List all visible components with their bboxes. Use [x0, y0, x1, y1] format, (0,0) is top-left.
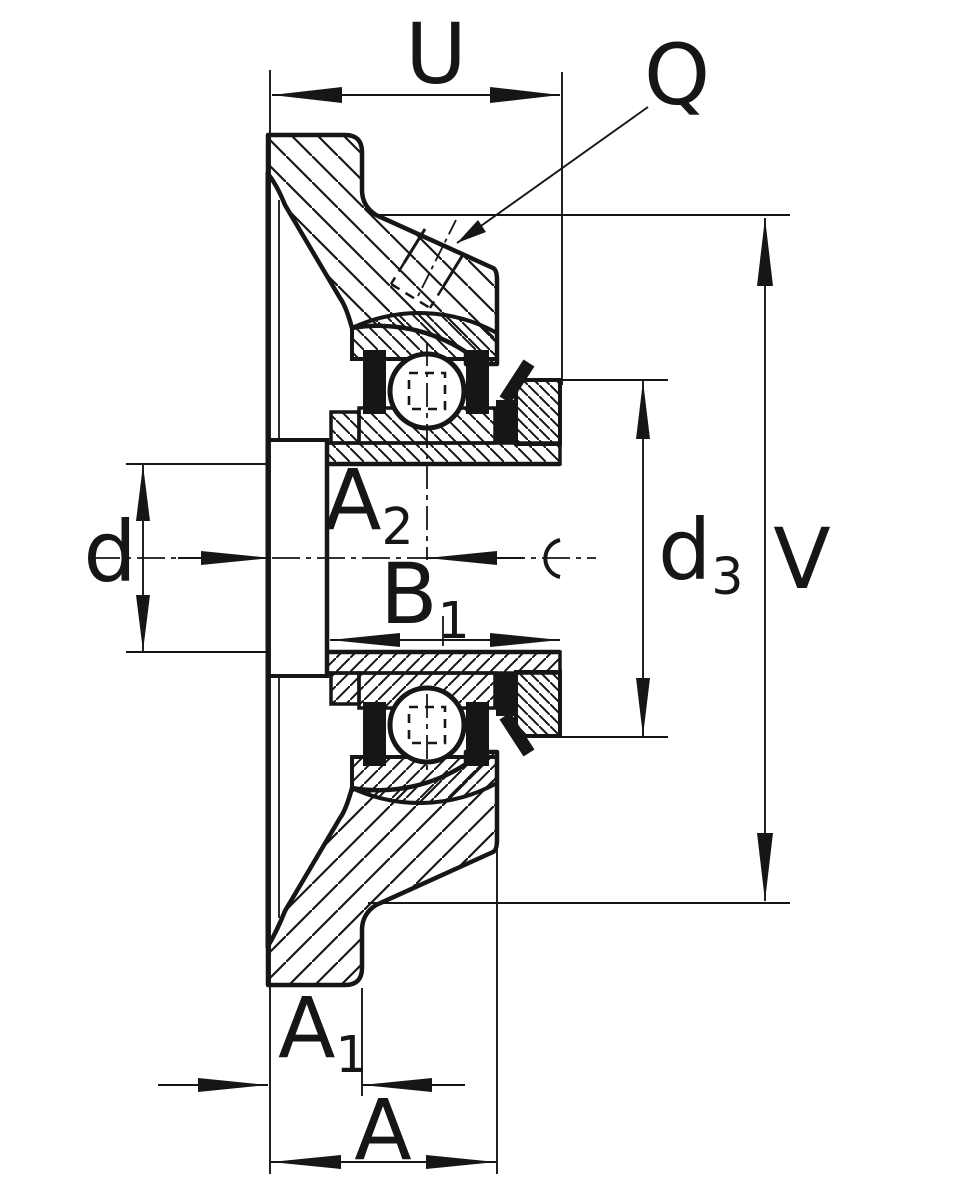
- dim-label-q: Q: [643, 26, 711, 124]
- dim-label-a1-sub: 1: [335, 1025, 368, 1085]
- dim-label-a2-sub: 2: [381, 497, 414, 557]
- dim-label-d: d: [83, 503, 137, 601]
- dim-label-v: V: [773, 510, 831, 608]
- housing-flange-section: [265, 132, 500, 988]
- dim-label-a1: A1: [278, 986, 368, 1081]
- dim-label-b1-sub: 1: [437, 591, 470, 651]
- dim-label-b1: B1: [380, 552, 470, 647]
- dim-label-b1-base: B: [380, 545, 438, 643]
- dim-label-a1-base: A: [278, 979, 336, 1077]
- dim-label-d3: d3: [658, 508, 743, 603]
- locking-collar-bottom: [496, 670, 562, 757]
- dim-label-a: A: [354, 1081, 412, 1179]
- lubrication-hole: [389, 219, 466, 310]
- extension-lines: [126, 70, 790, 1174]
- dim-label-u: U: [405, 5, 467, 103]
- outer-ring-section: [350, 311, 499, 805]
- dim-label-d3-sub: 3: [711, 547, 744, 607]
- dim-label-a2-base: A: [324, 451, 382, 549]
- seal-elements: [363, 350, 489, 766]
- dim-label-d3-base: d: [658, 501, 712, 599]
- dim-label-a2: A2: [324, 458, 414, 553]
- locking-collar-top: [496, 359, 562, 446]
- dimension-lines: [136, 87, 773, 1169]
